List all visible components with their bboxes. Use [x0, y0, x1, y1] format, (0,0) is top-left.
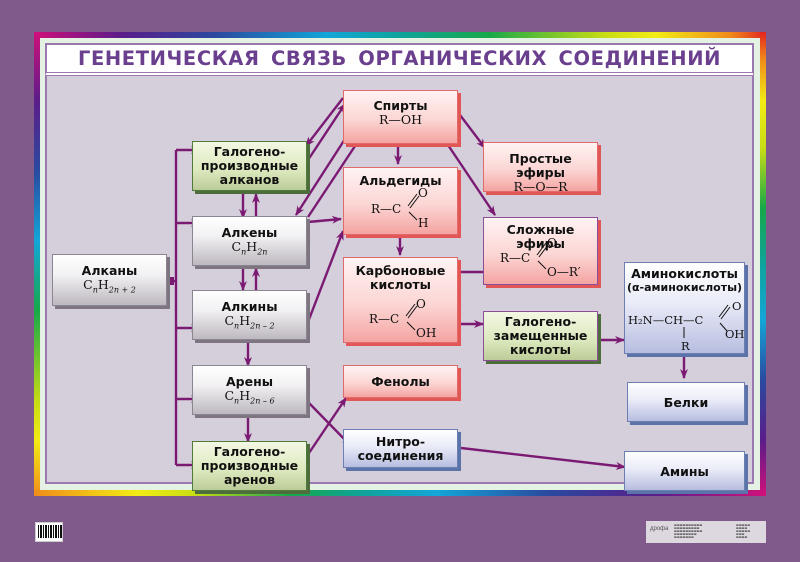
node-proteins: Белки — [627, 382, 745, 422]
aldehydes-o: O — [418, 186, 428, 200]
title-bar — [45, 43, 754, 76]
barcode — [35, 522, 63, 542]
nitro-line2: соединения — [357, 448, 444, 463]
node-arenes: Арены CnH2n – 6 — [192, 365, 307, 415]
imprint-text: ▬▬▬▬▬▬▬▬▬▬▬▬▬▬▬▬▬▬▬▬▬▬▬▬▬▬▬▬▬▬▬▬▬▬▬▬▬▬▬▬… — [674, 523, 703, 539]
halo-acids-line3: кислоты — [510, 342, 571, 357]
amino-acids-oh: OH — [725, 327, 745, 341]
amino-acids-line1: Аминокислоты — [631, 266, 738, 281]
node-haloarenes: Галогено- производные аренов — [192, 441, 307, 491]
amino-acids-chain: H₂N—CH—C — [628, 313, 704, 327]
alkenes-label: Алкены — [221, 225, 278, 240]
node-halo-acids: Галогено- замещенные кислоты — [483, 311, 598, 361]
esters-or: O—R′ — [547, 265, 581, 279]
node-alcohols: Спирты R—OH — [343, 90, 458, 144]
node-amino-acids: Аминокислоты (α-аминокислоты) H₂N—CH—C O… — [624, 262, 745, 354]
carboxylic-r-c: R—C — [369, 312, 400, 326]
halo-acids-line1: Галогено- — [504, 314, 577, 329]
node-esters: Сложные эфиры R—C O O—R′ — [483, 217, 598, 285]
alkanes-label: Алканы — [81, 263, 138, 278]
poster-title: ГЕНЕТИЧЕСКАЯ СВЯЗЬ ОРГАНИЧЕСКИХ СОЕДИНЕН… — [77, 47, 722, 70]
aldehydes-h: H — [418, 216, 429, 230]
nitro-line1: Нитро- — [375, 434, 426, 449]
carboxylic-line2: кислоты — [370, 277, 431, 292]
node-amines: Амины — [624, 451, 745, 491]
haloarenes-line2: производные — [200, 458, 299, 473]
amino-acids-line2: (α-аминокислоты) — [626, 281, 743, 294]
arenes-formula: CnH2n – 6 — [224, 388, 275, 406]
ethers-label: Простые эфиры — [509, 151, 572, 180]
amines-label: Амины — [660, 464, 709, 479]
carboxylic-o: O — [416, 297, 426, 311]
esters-r-c: R—C — [500, 251, 531, 265]
publisher-logo: дрофа — [650, 526, 669, 532]
phenols-label: Фенолы — [371, 374, 430, 389]
carboxylic-bonds — [405, 303, 418, 331]
rainbow-frame-bottom — [34, 490, 766, 496]
node-alkanes: Алканы CnH2n + 2 — [52, 254, 167, 306]
arenes-label: Арены — [225, 374, 274, 389]
node-phenols: Фенолы — [343, 365, 458, 398]
node-alkenes: Алкены CnH2n — [192, 216, 307, 266]
node-haloalkanes: Галогено- производные алканов — [192, 141, 307, 191]
alcohols-formula: R—OH — [378, 112, 423, 127]
alkynes-formula: CnH2n – 2 — [224, 313, 275, 331]
ethers-formula: R—O—R — [513, 179, 568, 194]
amino-acids-bonds — [683, 304, 731, 338]
aldehydes-label: Альдегиды — [359, 173, 442, 188]
halo-acids-line2: замещенные — [493, 328, 588, 343]
esters-bonds — [536, 242, 549, 270]
node-alkynes: Алкины CnH2n – 2 — [192, 290, 307, 340]
carboxylic-oh: OH — [416, 326, 437, 340]
rainbow-frame-right — [760, 32, 766, 496]
node-nitro: Нитро- соединения — [343, 429, 458, 468]
haloarenes-line3: аренов — [224, 472, 275, 487]
carboxylic-line1: Карбоновые — [355, 263, 446, 278]
haloalkanes-line3: алканов — [219, 172, 280, 187]
alkenes-formula: CnH2n — [231, 239, 268, 257]
haloalkanes-line1: Галогено- — [213, 144, 286, 159]
alcohols-label: Спирты — [373, 98, 428, 113]
proteins-label: Белки — [663, 395, 709, 410]
publisher-imprint: дрофа ▬▬▬▬▬▬▬▬▬▬▬▬▬▬▬▬▬▬▬▬▬▬▬▬▬▬▬▬▬▬▬▬▬▬… — [646, 521, 766, 543]
aldehydes-r-c: R—C — [371, 202, 402, 216]
node-aldehydes: Альдегиды R—C O H — [343, 167, 458, 235]
haloarenes-line1: Галогено- — [213, 444, 286, 459]
amino-acids-r: R — [681, 339, 690, 353]
amino-acids-o: O — [732, 299, 742, 313]
haloalkanes-line2: производные — [200, 158, 299, 173]
alkanes-formula: CnH2n + 2 — [83, 277, 136, 295]
aldehydes-bonds — [407, 193, 420, 221]
node-carboxylic-acids: Карбоновые кислоты R—C O OH — [343, 257, 458, 343]
alkynes-label: Алкины — [221, 299, 278, 314]
esters-label: Сложные эфиры — [506, 222, 575, 251]
imprint-text-2: ▬▬▬▬▬▬▬▬▬▬▬▬▬▬▬▬▬▬▬▬▬ — [736, 523, 751, 539]
node-ethers: Простые эфиры R—O—R — [483, 142, 598, 194]
esters-o: O — [547, 236, 557, 250]
rainbow-frame-left — [34, 32, 40, 496]
